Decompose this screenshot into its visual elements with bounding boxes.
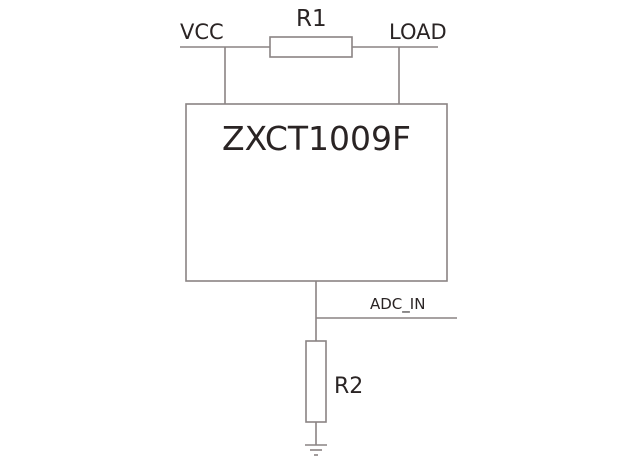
vcc-label: VCC [180,20,224,44]
r2-label: R2 [334,374,364,399]
ground-icon [305,444,327,456]
adc-in-label: ADC_IN [370,295,426,313]
load-label: LOAD [389,20,447,44]
resistor-r1 [269,36,353,58]
resistor-r2 [305,340,327,423]
r1-label: R1 [296,6,327,32]
chip-label: ZXCT1009F [222,119,411,158]
